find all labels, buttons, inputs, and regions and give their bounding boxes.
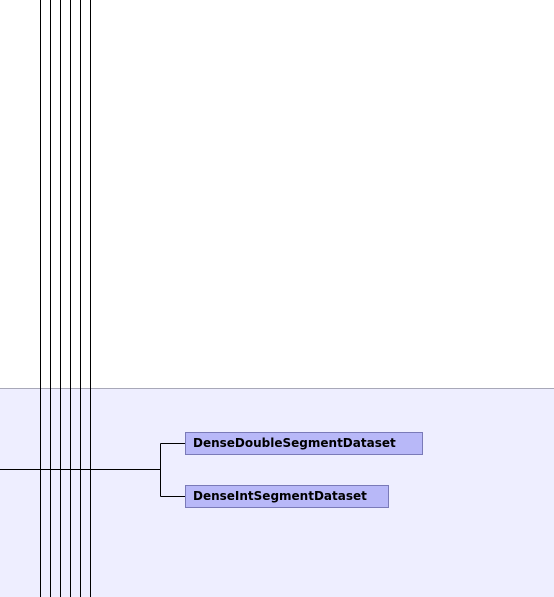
class-node-dense-double-segment-dataset[interactable]: DenseDoubleSegmentDataset bbox=[185, 432, 423, 455]
class-node-dense-int-segment-dataset[interactable]: DenseIntSegmentDataset bbox=[185, 485, 389, 508]
upper-area bbox=[0, 0, 554, 388]
